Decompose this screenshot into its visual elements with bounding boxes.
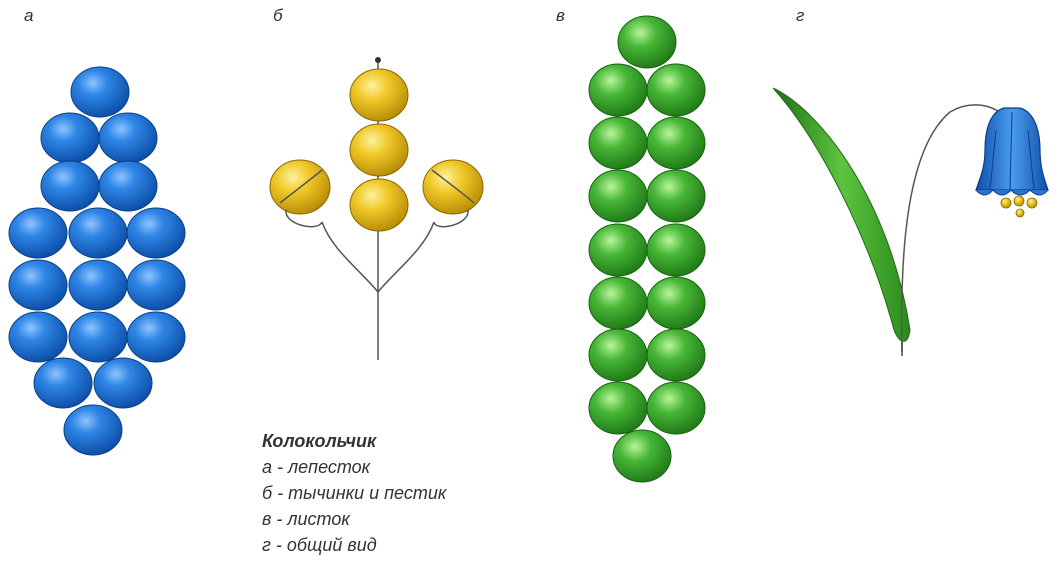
stamen-wire-right bbox=[378, 222, 434, 292]
legend: Колокольчик а - лепесток б - тычинки и п… bbox=[262, 428, 446, 558]
leaf-bead bbox=[618, 16, 676, 68]
pistil-bead bbox=[350, 124, 408, 176]
leaf-blade bbox=[773, 88, 910, 341]
leaf-bead bbox=[613, 430, 671, 482]
petal-bead bbox=[99, 113, 157, 163]
leaf-bead bbox=[589, 329, 647, 381]
stamens-and-pistil bbox=[270, 57, 483, 360]
petal-bead bbox=[64, 405, 122, 455]
flower-stamen-bead bbox=[1014, 196, 1024, 206]
stamen-wire-left bbox=[322, 222, 378, 292]
legend-item-a: а - лепесток bbox=[262, 454, 446, 480]
leaf-bead bbox=[647, 329, 705, 381]
leaf-bead bbox=[647, 117, 705, 169]
flower-stamen-bead bbox=[1001, 198, 1011, 208]
leaf-bead bbox=[647, 277, 705, 329]
leaf-bead bbox=[589, 277, 647, 329]
petal-bead bbox=[41, 161, 99, 211]
legend-item-v: в - листок bbox=[262, 506, 446, 532]
petal-bead bbox=[127, 260, 185, 310]
petal-beadwork bbox=[9, 67, 185, 455]
flower-pistil-bead bbox=[1016, 209, 1024, 217]
leaf-bead bbox=[647, 170, 705, 222]
flower-stamen-bead bbox=[1027, 198, 1037, 208]
petal-bead bbox=[127, 208, 185, 258]
petal-bead bbox=[69, 260, 127, 310]
petal-bead bbox=[9, 260, 67, 310]
petal-bead bbox=[34, 358, 92, 408]
legend-item-g: г - общий вид bbox=[262, 532, 446, 558]
petal-bead bbox=[69, 208, 127, 258]
leaf-beadwork bbox=[589, 16, 705, 482]
leaf-bead bbox=[589, 64, 647, 116]
petal-bead bbox=[94, 358, 152, 408]
leaf-bead bbox=[589, 382, 647, 434]
leaf-bead bbox=[589, 170, 647, 222]
leaf-bead bbox=[647, 64, 705, 116]
petal-bead bbox=[9, 312, 67, 362]
petal-bead bbox=[9, 208, 67, 258]
leaf-bead bbox=[589, 117, 647, 169]
leaf-bead bbox=[647, 224, 705, 276]
petal-bead bbox=[69, 312, 127, 362]
petal-bead bbox=[99, 161, 157, 211]
pistil-wire-end bbox=[375, 57, 381, 63]
petal-bead bbox=[71, 67, 129, 117]
legend-title: Колокольчик bbox=[262, 428, 446, 454]
petal-bead bbox=[127, 312, 185, 362]
petal-bead bbox=[41, 113, 99, 163]
bell-petal-tips bbox=[976, 190, 1048, 195]
pistil-bead bbox=[350, 179, 408, 231]
leaf-bead bbox=[647, 382, 705, 434]
pistil-bead bbox=[350, 69, 408, 121]
legend-item-b: б - тычинки и пестик bbox=[262, 480, 446, 506]
leaf-bead bbox=[589, 224, 647, 276]
bellflower-overview bbox=[773, 88, 1048, 356]
